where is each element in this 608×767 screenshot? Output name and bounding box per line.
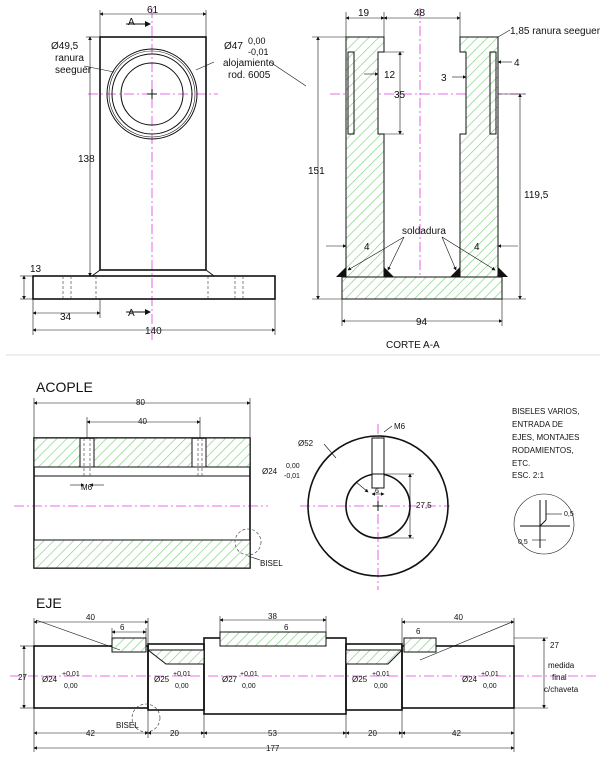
weld-leg-left: 4 xyxy=(364,242,370,253)
section-view-labels: 19 48 1,85 ranura seeguer 12 3 4 35 151 … xyxy=(308,8,601,351)
bevel-dim-b: 0,5 xyxy=(518,539,528,546)
eje-d4-tol-low: 0,00 xyxy=(374,683,388,690)
eje-right-note-1: 27 xyxy=(550,641,559,650)
note-line-3: EJES, MONTAJES xyxy=(512,433,579,442)
eje-seg-42-left: 42 xyxy=(86,729,95,738)
dim-wall-4: 4 xyxy=(514,58,520,69)
front-view xyxy=(20,8,307,340)
acople-dim-40: 40 xyxy=(138,417,147,426)
eje-d1: Ø24 xyxy=(42,675,58,684)
dim-height-151: 151 xyxy=(308,166,325,177)
eje-d3: Ø27 xyxy=(222,675,238,684)
acople-outer-diameter: Ø52 xyxy=(298,439,314,448)
dim-base-140: 140 xyxy=(145,326,162,337)
dim-height-138: 138 xyxy=(78,154,95,165)
weld-label: soldadura xyxy=(402,226,446,237)
acople-bore-tol-up: 0,00 xyxy=(286,463,300,470)
eje-d1-tol-low: 0,00 xyxy=(64,683,78,690)
section-view xyxy=(312,8,528,326)
section-marker-bottom: A xyxy=(128,308,135,319)
front-view-labels: 61 A A Ø49,5 ranura seeguer Ø47 0,00 -0,… xyxy=(30,5,275,337)
ring-note-1: ranura xyxy=(55,53,84,64)
eje-right-note-3: final xyxy=(552,673,567,682)
acople-notes: BISELES VARIOS, ENTRADA DE EJES, MONTAJE… xyxy=(512,407,579,480)
note-line-1: BISELES VARIOS, xyxy=(512,407,579,416)
bore-tol-low: -0,01 xyxy=(248,47,269,57)
eje-seg-53: 53 xyxy=(268,729,277,738)
dim-depth-35: 35 xyxy=(394,90,406,101)
eje-d5-tol-up: +0,01 xyxy=(481,671,499,678)
bevel-dim-a: 0,5 xyxy=(564,511,574,518)
dim-base-13: 13 xyxy=(30,264,42,275)
eje-labels: EJE 40 6 38 6 6 40 27 Ø24 +0,01 0,00 Ø25… xyxy=(18,595,579,753)
eje-left-len: 40 xyxy=(86,613,95,622)
dim-groove-3: 3 xyxy=(441,73,447,84)
note-line-4: RODAMIENTOS, xyxy=(512,446,574,455)
dim-top-48: 48 xyxy=(414,8,426,19)
eje-d1-tol-up: +0,01 xyxy=(62,671,80,678)
bore-note-1: alojamiento xyxy=(223,58,275,69)
eje-seg-20-left: 20 xyxy=(170,729,179,738)
acople-key-width: 6 xyxy=(375,488,379,495)
eje-d4-tol-up: +0,01 xyxy=(372,671,390,678)
ring-note-2: seeguer xyxy=(55,65,92,76)
section-marker-top: A xyxy=(128,17,135,28)
eje-d5-tol-low: 0,00 xyxy=(483,683,497,690)
acople-key-height: 27,5 xyxy=(416,501,432,510)
dim-groove-12: 12 xyxy=(384,70,396,81)
dim-height-119: 119,5 xyxy=(524,190,549,201)
eje-d2: Ø25 xyxy=(154,675,170,684)
eje-title: EJE xyxy=(36,595,62,611)
eje-right-len: 40 xyxy=(454,613,463,622)
eje-d5: Ø24 xyxy=(462,675,478,684)
eje-d2-tol-up: +0,01 xyxy=(173,671,191,678)
eje-mid-len: 38 xyxy=(268,612,277,621)
eje-seg-20-right: 20 xyxy=(368,729,377,738)
bore-diameter: Ø47 xyxy=(224,41,243,52)
bevel-detail xyxy=(513,493,575,555)
eje-d3-tol-up: +0,01 xyxy=(240,671,258,678)
acople-end-labels: Ø52 M6 Ø24 0,00 -0,01 6 27,5 xyxy=(262,422,432,510)
eje-shaft-view xyxy=(10,616,598,752)
acople-bisel: BISEL xyxy=(260,559,283,568)
acople-thread-right: M6 xyxy=(394,422,406,431)
eje-left-height: 27 xyxy=(18,673,27,682)
ring-groove-note: 1,85 ranura seeguer xyxy=(510,26,601,37)
note-line-5: ETC. xyxy=(512,459,530,468)
acople-bore-tol-low: -0,01 xyxy=(284,473,300,480)
acople-thread-left: M6 xyxy=(81,483,93,492)
acople-bore-diameter: Ø24 xyxy=(262,467,278,476)
eje-d4: Ø25 xyxy=(352,675,368,684)
ring-diameter: Ø49,5 xyxy=(51,41,79,52)
bore-note-2: rod. 6005 xyxy=(228,70,271,81)
dim-width-61: 61 xyxy=(147,5,159,16)
acople-title: ACOPLE xyxy=(36,379,93,395)
eje-mid-key: 6 xyxy=(284,623,289,632)
bore-tol-up: 0,00 xyxy=(248,36,266,46)
section-caption: CORTE A-A xyxy=(386,340,440,351)
acople-end-view xyxy=(300,424,450,590)
bevel-detail-labels: 0,5 0,5 xyxy=(518,511,574,546)
eje-right-note-2: medida xyxy=(548,661,575,670)
eje-right-key: 6 xyxy=(416,627,421,636)
dim-base-94: 94 xyxy=(416,317,428,328)
acople-side-labels: ACOPLE 80 40 M6 BISEL xyxy=(36,379,283,568)
weld-leg-right: 4 xyxy=(474,242,480,253)
note-line-6: ESC. 2:1 xyxy=(512,471,545,480)
eje-right-note-4: c/chaveta xyxy=(544,685,579,694)
acople-side-view xyxy=(14,398,268,569)
acople-dim-80: 80 xyxy=(136,398,145,407)
eje-bisel: BISEL xyxy=(116,721,139,730)
dim-top-19: 19 xyxy=(358,8,370,19)
note-line-2: ENTRADA DE xyxy=(512,420,563,429)
eje-d3-tol-low: 0,00 xyxy=(242,683,256,690)
eje-left-key: 6 xyxy=(120,623,125,632)
eje-seg-42-right: 42 xyxy=(452,729,461,738)
dim-hole-34: 34 xyxy=(60,312,72,323)
eje-d2-tol-low: 0,00 xyxy=(175,683,189,690)
eje-total-177: 177 xyxy=(266,744,280,753)
